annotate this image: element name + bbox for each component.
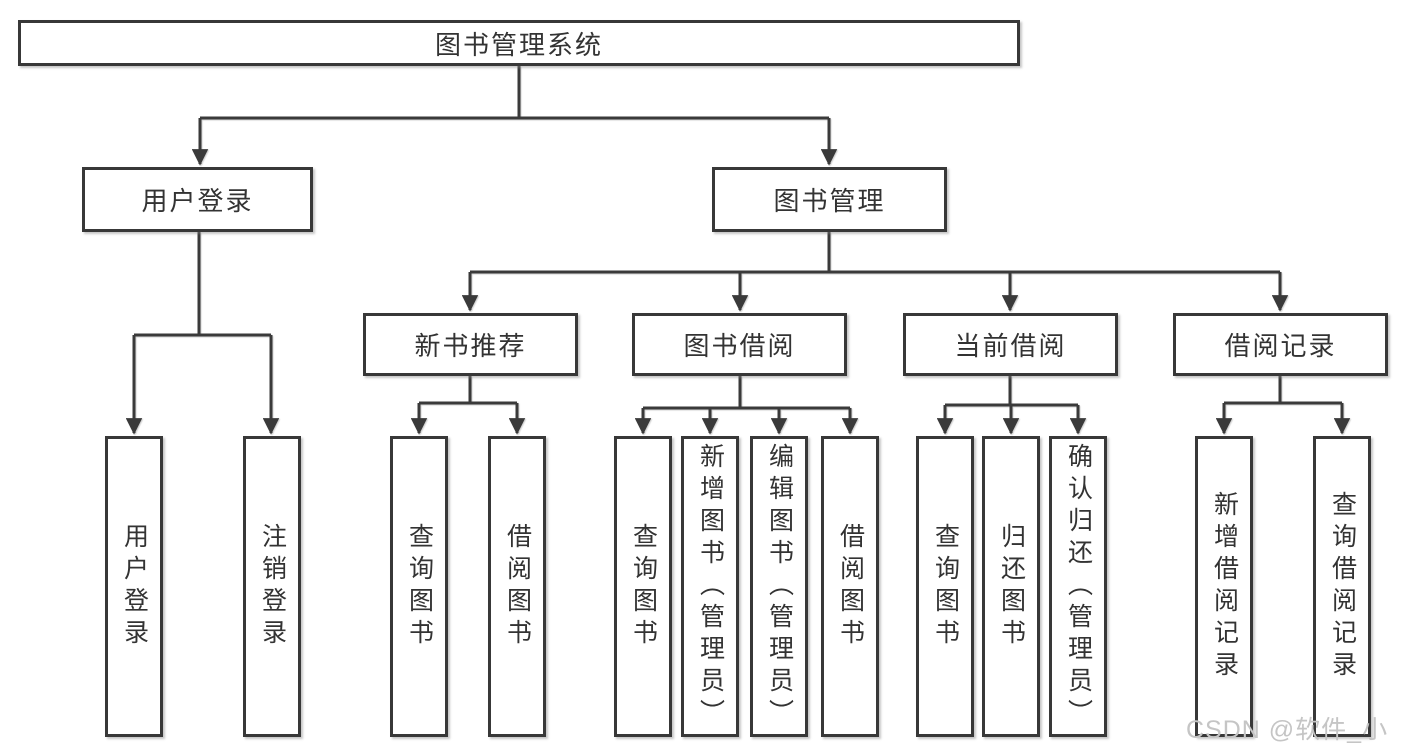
node-label: 借阅图书 <box>836 522 865 651</box>
node-new-book-recommendation: 新书推荐 <box>363 313 578 376</box>
node-label: 编辑图书（管理员） <box>765 442 794 731</box>
leaf-borrow-books-recommend: 借阅图书 <box>488 436 546 737</box>
node-label: 查询图书 <box>629 522 658 651</box>
node-label: 借阅图书 <box>503 522 532 651</box>
node-label: 查询图书 <box>931 522 960 651</box>
leaf-query-books-current: 查询图书 <box>916 436 974 737</box>
node-label: 新增借阅记录 <box>1210 490 1239 683</box>
node-label: 查询借阅记录 <box>1328 490 1357 683</box>
node-book-management: 图书管理 <box>712 167 947 232</box>
leaf-query-borrow-record: 查询借阅记录 <box>1313 436 1371 737</box>
node-label: 图书借阅 <box>683 331 796 361</box>
node-label: 用户登录 <box>120 522 149 651</box>
node-label: 用户登录 <box>141 186 254 216</box>
leaf-add-books-admin: 新增图书（管理员） <box>681 436 739 737</box>
leaf-logout: 注销登录 <box>243 436 301 737</box>
node-label: 新增图书（管理员） <box>696 442 725 731</box>
node-library-management-system: 图书管理系统 <box>18 20 1020 66</box>
node-label: 图书管理 <box>773 186 886 216</box>
node-label: 查询图书 <box>405 522 434 651</box>
node-label: 归还图书 <box>997 522 1026 651</box>
node-book-borrowing: 图书借阅 <box>632 313 847 376</box>
leaf-query-books-recommend: 查询图书 <box>390 436 448 737</box>
leaf-user-login: 用户登录 <box>105 436 163 737</box>
leaf-borrow-books: 借阅图书 <box>821 436 879 737</box>
node-label: 当前借阅 <box>954 331 1067 361</box>
node-label: 图书管理系统 <box>434 29 603 60</box>
node-label: 借阅记录 <box>1224 331 1337 361</box>
node-label: 注销登录 <box>258 522 287 651</box>
leaf-edit-books-admin: 编辑图书（管理员） <box>750 436 808 737</box>
leaf-return-books: 归还图书 <box>982 436 1040 737</box>
leaf-confirm-return-admin: 确认归还（管理员） <box>1049 436 1107 737</box>
node-label: 确认归还（管理员） <box>1064 442 1093 731</box>
csdn-watermark: CSDN @软件_小贺同学 <box>1186 716 1389 744</box>
node-label: 新书推荐 <box>414 331 527 361</box>
node-user-login: 用户登录 <box>82 167 313 232</box>
node-current-borrowing: 当前借阅 <box>903 313 1118 376</box>
node-borrowing-records: 借阅记录 <box>1173 313 1388 376</box>
leaf-add-borrow-record: 新增借阅记录 <box>1195 436 1253 737</box>
leaf-query-books-borrowing: 查询图书 <box>614 436 672 737</box>
